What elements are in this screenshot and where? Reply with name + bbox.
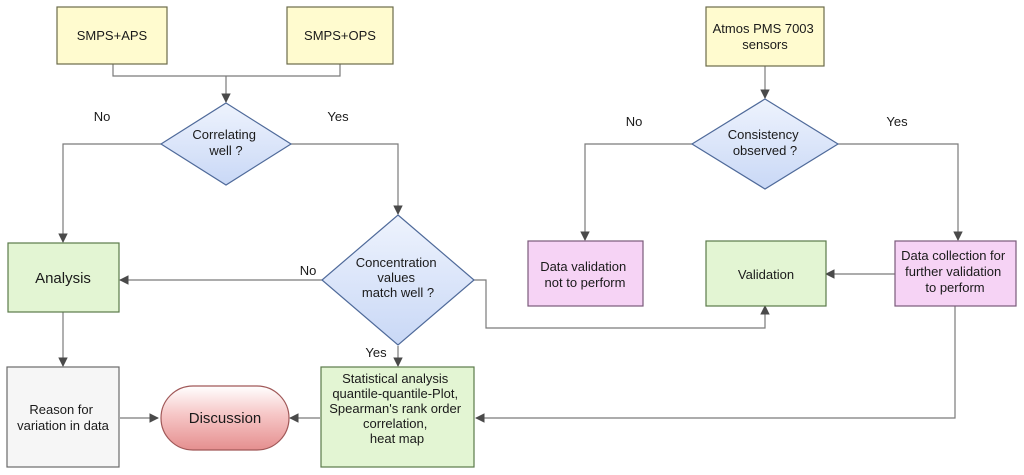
- reason-label: Reason for variation in data: [17, 402, 110, 433]
- validation-label: Validation: [738, 267, 794, 282]
- smps-ops-box: SMPS+OPS: [286, 6, 394, 65]
- correlating-decision: Correlating well ?: [159, 102, 293, 186]
- atmos-sensors-box: Atmos PMS 7003 sensors: [705, 6, 825, 67]
- analysis-box: Analysis: [7, 242, 120, 313]
- consistency-label: Consistency observed ?: [728, 127, 802, 158]
- correlating-label: Correlating well ?: [192, 127, 259, 158]
- arrow-consistency-yes: [838, 143, 963, 241]
- arrow-correlating-no: [58, 143, 161, 243]
- data-collection-box: Data collection for further validation t…: [894, 240, 1017, 307]
- arrow-correlating-yes: [291, 143, 403, 215]
- validation-box: Validation: [705, 240, 827, 307]
- concentration-yes-label: Yes: [365, 345, 387, 360]
- merge-line: [112, 64, 341, 77]
- discussion-terminator: Discussion: [160, 385, 290, 451]
- data-collection-label: Data collection for further validation t…: [901, 248, 1009, 295]
- arrow-consistency-no: [580, 143, 692, 241]
- smps-ops-label: SMPS+OPS: [304, 28, 376, 43]
- correlating-no-label: No: [94, 109, 111, 124]
- consistency-yes-label: Yes: [886, 114, 908, 129]
- smps-aps-box: SMPS+APS: [56, 6, 168, 65]
- correlating-yes-label: Yes: [327, 109, 349, 124]
- consistency-decision: Consistency observed ?: [690, 98, 840, 190]
- arrow-collection-to-stats: [475, 306, 956, 423]
- statistical-analysis-box: Statistical analysis quantile-quantile-P…: [320, 366, 475, 468]
- concentration-decision: Concentration values match well ?: [321, 214, 475, 346]
- concentration-no-label: No: [300, 263, 317, 278]
- statistical-analysis-label: Statistical analysis quantile-quantile-P…: [329, 371, 464, 446]
- smps-aps-label: SMPS+APS: [77, 28, 148, 43]
- no-validation-box: Data validation not to perform: [527, 240, 644, 307]
- analysis-label: Analysis: [35, 270, 91, 287]
- connectors: [58, 64, 963, 423]
- atmos-sensors-label: Atmos PMS 7003 sensors: [713, 21, 818, 52]
- no-validation-label: Data validation not to perform: [540, 259, 630, 290]
- discussion-label: Discussion: [189, 410, 262, 427]
- consistency-no-label: No: [626, 114, 643, 129]
- reason-box: Reason for variation in data: [6, 366, 120, 468]
- arrow-to-validation: [474, 279, 770, 329]
- concentration-label: Concentration values match well ?: [356, 255, 441, 300]
